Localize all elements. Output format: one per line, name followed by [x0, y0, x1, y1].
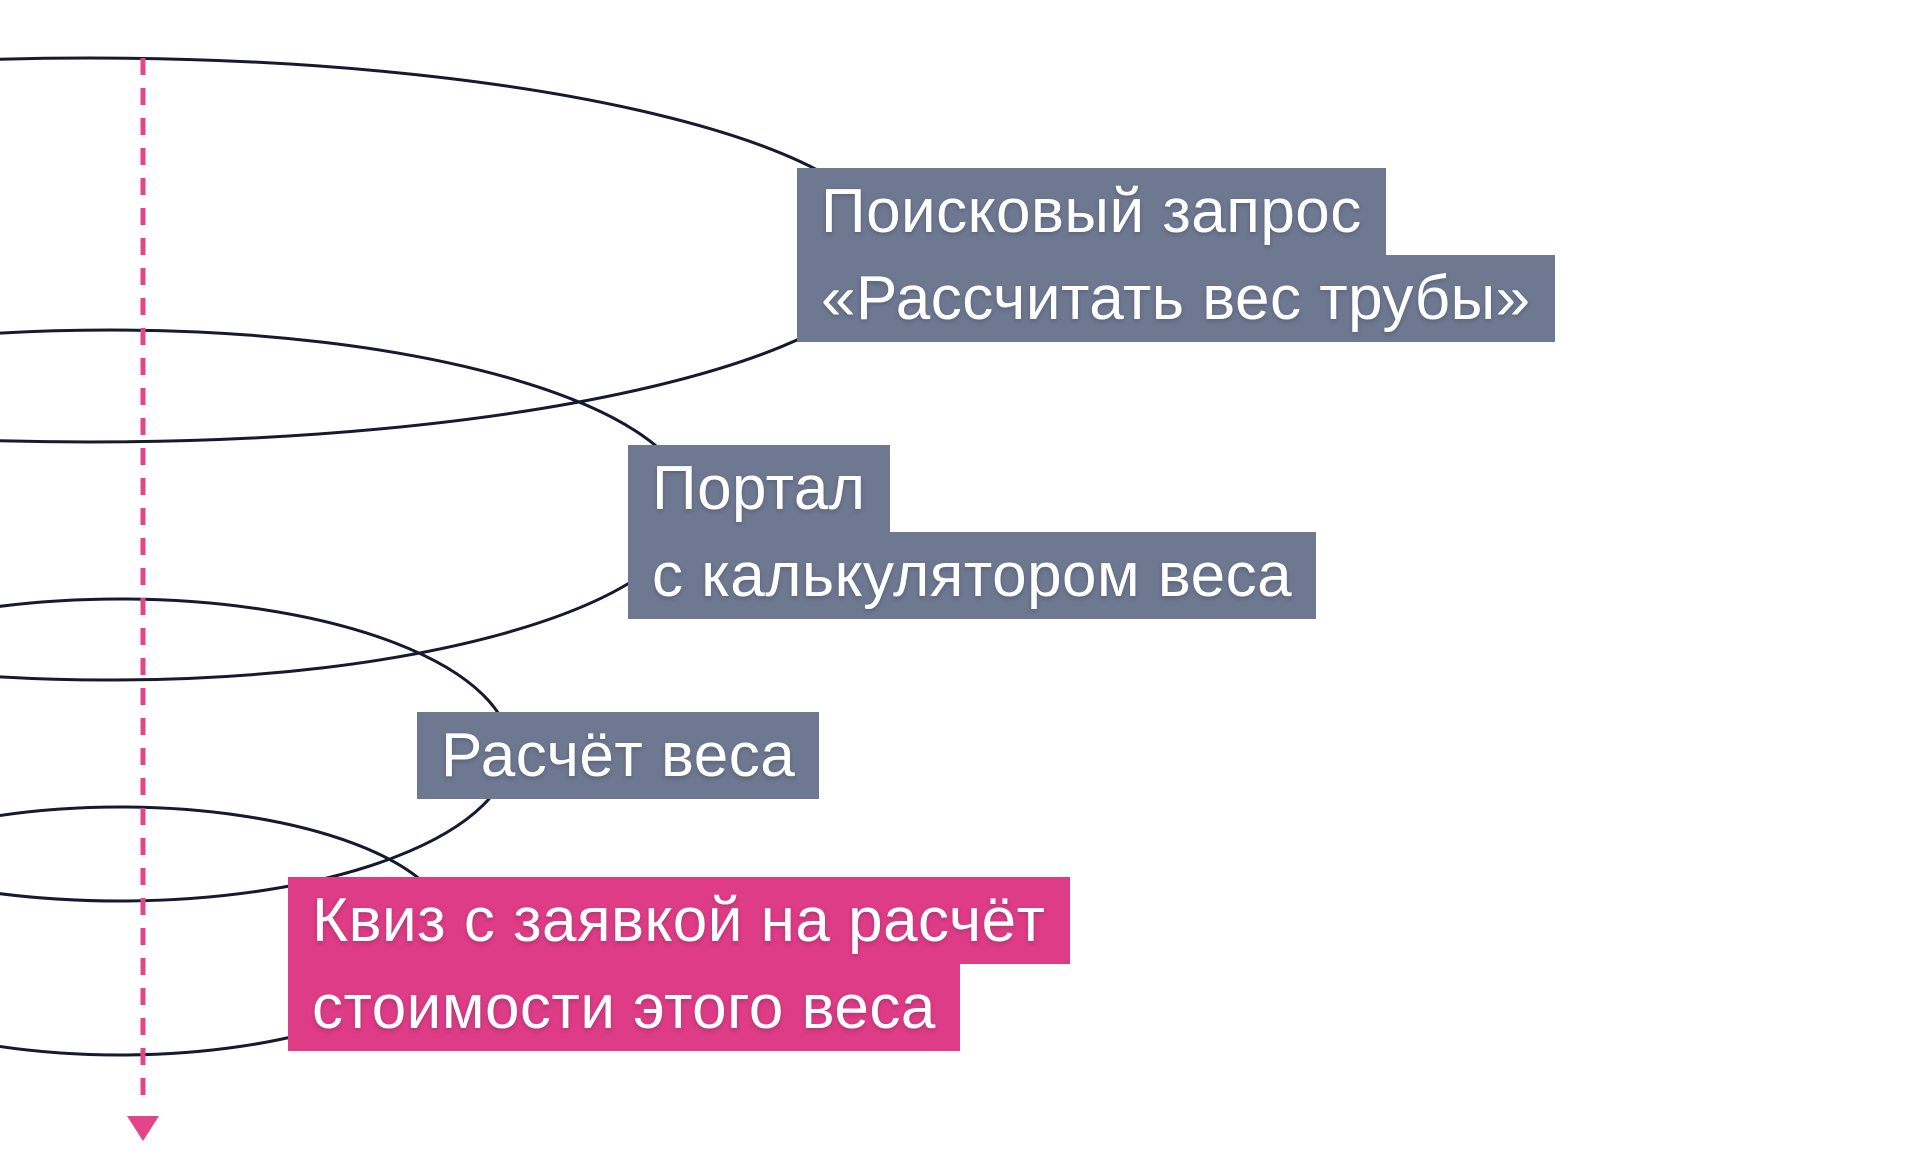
label-portal-calculator: Портал с калькулятором веса	[628, 445, 1317, 619]
label-quiz-request-line-2: стоимости этого веса	[288, 964, 960, 1051]
label-search-query-line-2: «Рассчитать вес трубы»	[797, 255, 1555, 342]
label-weight-calculation: Расчёт веса	[417, 712, 820, 799]
label-search-query-line-1: Поисковый запрос	[797, 168, 1386, 255]
axis-arrow-down-icon	[127, 1116, 159, 1141]
label-search-query: Поисковый запрос «Рассчитать вес трубы»	[797, 168, 1555, 342]
label-weight-calculation-line-1: Расчёт веса	[417, 712, 820, 799]
label-quiz-request: Квиз с заявкой на расчёт стоимости этого…	[288, 877, 1070, 1051]
label-portal-calculator-line-1: Портал	[628, 445, 890, 532]
label-portal-calculator-line-2: с калькулятором веса	[628, 532, 1317, 619]
funnel-turn-1-ellipse	[0, 56, 892, 444]
label-quiz-request-line-1: Квиз с заявкой на расчёт	[288, 877, 1070, 964]
